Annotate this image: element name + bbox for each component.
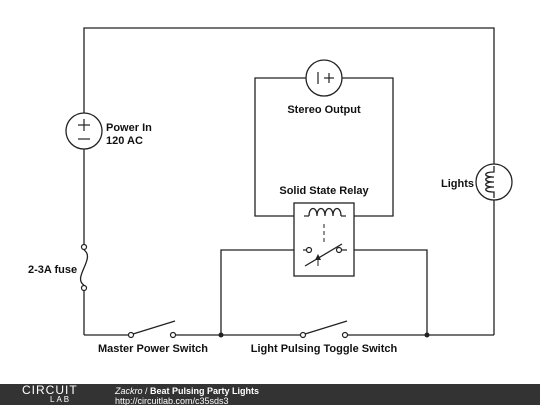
wire-relay-right bbox=[347, 249, 428, 335]
wire-stereo-loop-left bbox=[254, 77, 306, 217]
wire-top bbox=[83, 27, 495, 164]
power-label-line2: 120 AC bbox=[106, 135, 143, 147]
circuit-url[interactable]: http://circuitlab.com/c35sds3 bbox=[115, 396, 229, 406]
toggle-switch-icon bbox=[299, 320, 349, 339]
relay-label: Solid State Relay bbox=[279, 185, 369, 197]
fuse-icon bbox=[79, 243, 89, 292]
author-name[interactable]: Zackro bbox=[115, 386, 143, 396]
stereo-source-icon bbox=[305, 59, 343, 97]
wire-stereo-loop-right bbox=[342, 77, 394, 217]
fuse-label: 2-3A fuse bbox=[28, 264, 77, 276]
circuitlab-logo: CIRCUIT LAB bbox=[22, 383, 78, 405]
junction-dot bbox=[218, 332, 224, 338]
master-switch-icon bbox=[127, 320, 177, 339]
credit-block: Zackro / Beat Pulsing Party Lights http:… bbox=[115, 386, 259, 406]
circuit-title[interactable]: Beat Pulsing Party Lights bbox=[150, 386, 260, 396]
logo-bottom-text: LAB bbox=[50, 395, 72, 404]
junction-dot bbox=[424, 332, 430, 338]
circuit-diagram: Power In 120 AC Stereo Output Solid Stat… bbox=[28, 27, 513, 355]
relay-icon bbox=[293, 202, 355, 277]
power-source-icon bbox=[65, 112, 103, 150]
wire-relay-left bbox=[220, 249, 303, 335]
lamp-icon bbox=[475, 163, 513, 201]
toggle-switch-label: Light Pulsing Toggle Switch bbox=[251, 343, 398, 355]
power-label-line1: Power In bbox=[106, 122, 152, 134]
lights-label: Lights bbox=[441, 178, 474, 190]
stereo-label: Stereo Output bbox=[287, 104, 361, 116]
credit-separator: / bbox=[142, 386, 151, 396]
logo-top-text: CIRCUIT bbox=[22, 383, 78, 397]
footer-bar: CIRCUIT LAB Zackro / Beat Pulsing Party … bbox=[0, 383, 540, 406]
master-switch-label: Master Power Switch bbox=[98, 343, 208, 355]
